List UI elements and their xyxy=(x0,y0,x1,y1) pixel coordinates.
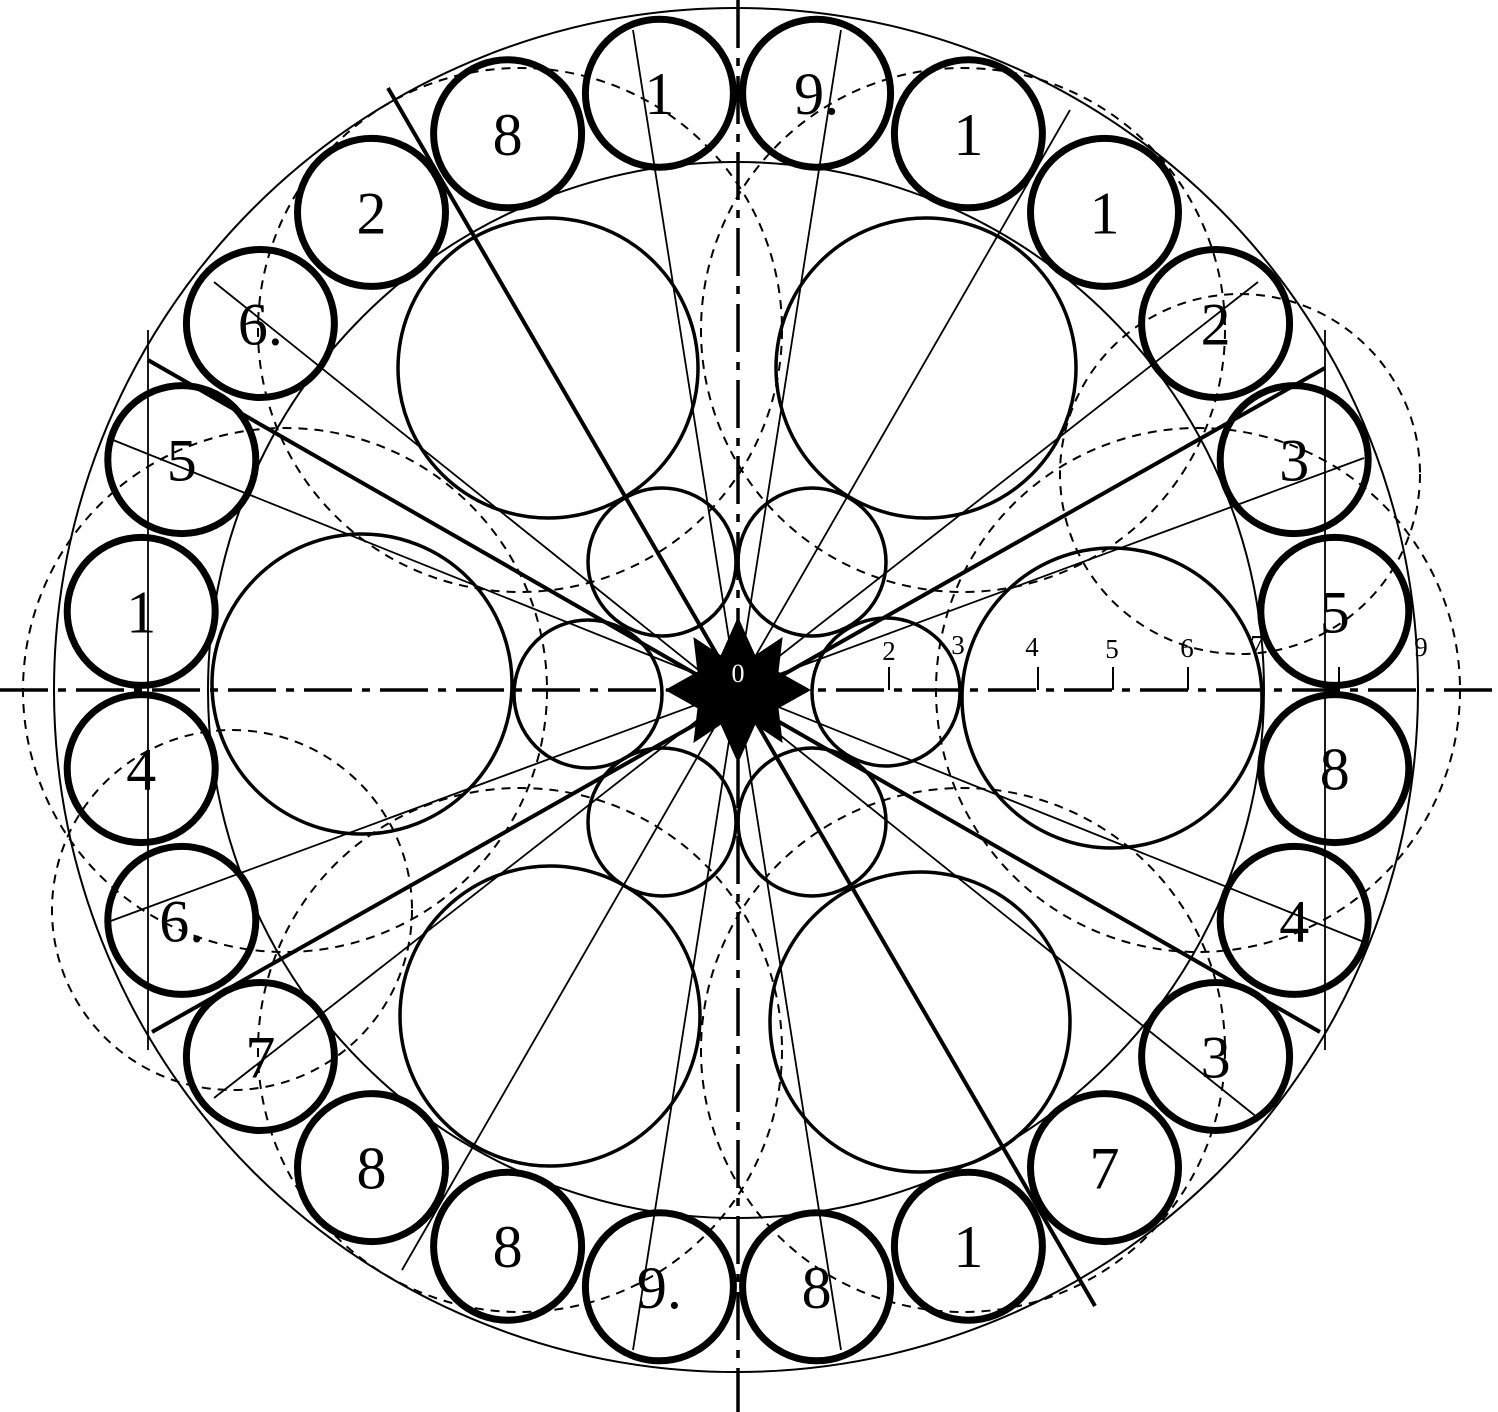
scale-label: 5 xyxy=(1105,634,1119,664)
ring-circle-outline xyxy=(739,1209,895,1365)
ring-circle: 4 xyxy=(1216,842,1372,998)
outer-ring-circles: 9. 1 1 2 3 5 8 4 3 7 1 8 9. 8 8 7 6. 4 1 5 6. 2 8 1 xyxy=(63,15,1413,1365)
ring-circle: 8 xyxy=(294,1090,449,1246)
ring-circle: 3 xyxy=(1138,979,1294,1134)
scale-label: 3 xyxy=(951,630,965,660)
scale-label: 9 xyxy=(1414,632,1428,662)
ring-number: 1 xyxy=(126,579,156,645)
ring-number: 8 xyxy=(493,1214,523,1280)
ring-circle-outline xyxy=(430,1168,586,1324)
ring-circle-outline xyxy=(739,15,895,171)
ring-circle-outline xyxy=(1216,842,1372,998)
ring-circle: 1 xyxy=(890,1168,1046,1324)
ring-circle-outline xyxy=(104,382,260,538)
ring-number: 2 xyxy=(357,180,387,246)
ring-circle: 2 xyxy=(294,134,449,290)
ring-number: 1 xyxy=(644,61,674,127)
small-inner-circles xyxy=(512,486,962,898)
scale-label: 7 xyxy=(1250,630,1264,660)
ring-number: 7 xyxy=(245,1025,275,1091)
ring-number: 8 xyxy=(357,1136,387,1202)
ring-circle: 4 xyxy=(63,691,219,847)
ring-circle: 1 xyxy=(63,533,219,689)
scale-labels: 2 3 4 5 6 7 9 xyxy=(882,630,1428,666)
ring-circle-outline xyxy=(182,246,338,401)
ring-number: 9. xyxy=(637,1255,682,1321)
ring-number: 1 xyxy=(1090,180,1120,246)
scale-label: 4 xyxy=(1025,632,1039,662)
ring-circle-outline xyxy=(1027,134,1182,290)
ring-circle-outline xyxy=(1138,979,1294,1134)
ring-number: 4 xyxy=(1279,888,1309,954)
ring-circle-outline xyxy=(294,134,449,290)
ring-number: 6. xyxy=(238,292,283,358)
ring-circle: 6. xyxy=(104,842,260,998)
ring-number: 7 xyxy=(1090,1136,1120,1202)
ring-circle: 5 xyxy=(104,382,260,538)
ring-circle: 3 xyxy=(1216,382,1372,538)
ring-circle: 9. xyxy=(581,1209,737,1365)
ring-circle: 5 xyxy=(1257,533,1413,689)
ring-number: 5 xyxy=(1320,579,1350,645)
ring-circle-outline xyxy=(890,56,1046,212)
ring-number: 6. xyxy=(159,888,204,954)
ring-circle-outline xyxy=(1257,533,1413,689)
ring-number: 3 xyxy=(1201,1025,1231,1091)
ring-circle-outline xyxy=(182,979,338,1134)
large-inner-circles xyxy=(210,216,1264,1174)
ring-circle-outline xyxy=(1216,382,1372,538)
ring-number: 9. xyxy=(794,61,839,127)
ring-circle-outline xyxy=(1257,691,1413,847)
scale-label: 2 xyxy=(882,636,896,666)
ring-circle: 1 xyxy=(890,56,1046,212)
ring-circle: 1 xyxy=(1027,134,1182,290)
ring-number: 8 xyxy=(493,102,523,168)
ring-circle: 2 xyxy=(1138,246,1294,401)
ring-circle: 7 xyxy=(182,979,338,1134)
ring-number: 8 xyxy=(802,1255,832,1321)
ring-circle-outline xyxy=(104,842,260,998)
ring-circle-outline xyxy=(63,691,219,847)
ring-number: 2 xyxy=(1201,292,1231,358)
ring-circle-outline xyxy=(1138,246,1294,401)
ring-number: 1 xyxy=(953,102,983,168)
ring-number: 4 xyxy=(126,737,156,803)
ring-circle: 8 xyxy=(739,1209,895,1365)
ring-circle-outline xyxy=(581,15,737,171)
ring-circle-outline xyxy=(430,56,586,212)
center-label: 0 xyxy=(732,659,745,688)
ring-circle-outline xyxy=(581,1209,737,1365)
ring-number: 5 xyxy=(167,428,197,494)
ring-number: 1 xyxy=(953,1214,983,1280)
ring-circle-outline xyxy=(1027,1090,1182,1246)
ring-circle-outline xyxy=(890,1168,1046,1324)
outer-boundary-circle xyxy=(53,7,1419,1373)
ring-circle: 1 xyxy=(581,15,737,171)
ring-circle-outline xyxy=(294,1090,449,1246)
ring-circle: 9. xyxy=(739,15,895,171)
ring-circle: 8 xyxy=(430,1168,586,1324)
ring-circle-outline xyxy=(63,533,219,689)
ring-number: 8 xyxy=(1320,737,1350,803)
ring-circle: 7 xyxy=(1027,1090,1182,1246)
ring-circle: 6. xyxy=(182,246,338,401)
ring-circle: 8 xyxy=(430,56,586,212)
center-star-icon xyxy=(664,616,812,764)
ring-circle: 8 xyxy=(1257,691,1413,847)
ring-number: 3 xyxy=(1279,428,1309,494)
scale-label: 6 xyxy=(1180,633,1194,663)
